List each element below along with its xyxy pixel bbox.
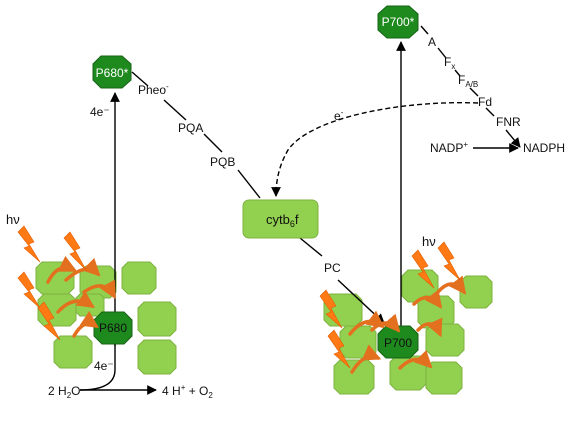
products-label: 4 H+ + O2 xyxy=(162,383,213,400)
energy-transfer-arrow xyxy=(370,313,401,333)
nadp-plus-label-base: NADP xyxy=(430,141,463,155)
line-pqa-to-pqb xyxy=(203,133,223,153)
hv-left-label: hν xyxy=(6,212,20,227)
pheo-label-base: Pheo xyxy=(138,83,166,97)
fx-label: Fx xyxy=(444,55,455,71)
psii-light-bolts xyxy=(17,225,87,341)
products-label-mid: + O xyxy=(185,384,208,398)
e-minus-label-sup: - xyxy=(341,108,344,117)
a-label: A xyxy=(428,35,436,49)
energy-transfer-arrow xyxy=(56,290,95,314)
four-e-upper-label: 4e⁻ xyxy=(90,105,110,119)
line-pqb-to-cytb6f xyxy=(237,169,261,199)
products-label-sub: 2 xyxy=(208,391,213,400)
fab-label: FA/B xyxy=(458,73,478,89)
p680-label: P680 xyxy=(99,321,127,335)
lightning-bolt-icon xyxy=(327,329,351,369)
fx-label-sub: x xyxy=(451,62,455,71)
lightning-bolt-icon xyxy=(17,225,41,263)
fd-label: Fd xyxy=(478,95,492,109)
lightning-bolt-icon xyxy=(37,301,61,341)
line-fab-to-fd xyxy=(469,87,479,97)
antenna-pigment xyxy=(53,335,93,369)
water-label-post: O xyxy=(71,384,80,398)
pheo-label: Pheo- xyxy=(138,82,169,97)
fx-label-base: F xyxy=(444,55,451,69)
energy-transfer-arrow xyxy=(64,257,101,282)
lightning-bolt-icon xyxy=(411,249,435,289)
antenna-pigment xyxy=(137,301,177,337)
p680-star-node: P680* xyxy=(92,55,132,89)
line-fx-to-fab xyxy=(454,69,461,77)
p680-node: P680 xyxy=(93,311,133,345)
p700-node: P700 xyxy=(377,325,419,359)
antenna-pigment xyxy=(137,339,177,375)
four-e-lower-label: 4e⁻ xyxy=(94,359,114,373)
cytb6f-node: cytb6f xyxy=(242,199,319,239)
p700-star-node: P700* xyxy=(377,5,419,39)
line-a-to-fx xyxy=(437,47,447,59)
line-p700star-to-a xyxy=(420,25,429,35)
pqa-label: PQA xyxy=(178,121,203,135)
fnr-label: FNR xyxy=(496,115,521,129)
pheo-label-sup: - xyxy=(166,82,169,91)
line-p680star-to-pheo xyxy=(131,71,149,87)
pqb-label: PQB xyxy=(210,155,235,169)
energy-transfer-arrow xyxy=(82,279,116,300)
lightning-bolt-icon xyxy=(319,289,343,329)
lightning-bolt-icon xyxy=(17,271,41,309)
pc-label: PC xyxy=(324,261,341,275)
line-cytb6f-to-pc xyxy=(299,237,323,257)
energy-transfer-arrow xyxy=(398,349,433,370)
cytb6f-shape xyxy=(242,199,319,239)
nadp-plus-label: NADP+ xyxy=(430,140,468,155)
p700-star-label: P700* xyxy=(382,15,415,29)
lightning-bolt-icon xyxy=(437,241,461,281)
psi-light-bolts xyxy=(319,241,461,369)
psi-energy-transfer xyxy=(348,275,467,374)
antenna-pigment xyxy=(121,261,157,295)
cytb6f-label-base: cytb xyxy=(266,212,290,227)
p680-star-shape xyxy=(92,55,132,89)
nadp-plus-label-sup: + xyxy=(463,140,468,149)
lightning-bolt-icon xyxy=(63,231,87,271)
water-label-sub: 2 xyxy=(67,391,72,400)
antenna-pigment xyxy=(425,323,465,357)
p700-star-shape xyxy=(377,5,419,39)
water-label: 2 H2O xyxy=(48,384,80,400)
antenna-pigment xyxy=(333,359,375,395)
e-minus-label-base: e xyxy=(334,109,341,123)
cytb6f-label-sub: 6 xyxy=(290,219,295,229)
p700-shape xyxy=(377,325,419,359)
water-label-pre: 2 H xyxy=(48,384,67,398)
antenna-pigment xyxy=(425,361,463,395)
products-label-sup: + xyxy=(181,383,186,392)
p700-label: P700 xyxy=(384,336,412,350)
arrow-fnr-to-nadph xyxy=(505,129,521,148)
diagram-labels: 4e⁻ 4e⁻ Pheo- PQA PQB PC A Fx FA/B Fd FN… xyxy=(6,35,565,400)
arrow-cyclic-electron-flow xyxy=(271,101,479,197)
energy-transfer-arrow xyxy=(350,344,382,374)
line-pheo-to-pqa xyxy=(163,99,187,121)
energy-transfer-arrow xyxy=(412,289,443,309)
e-minus-label: e- xyxy=(334,108,344,123)
energy-transfer-arrow xyxy=(72,310,99,338)
hv-right-label: hν xyxy=(422,234,436,249)
energy-transfer-arrow xyxy=(416,317,443,338)
cytb6f-label: cytb6f xyxy=(266,212,299,229)
fab-label-sub: A/B xyxy=(465,80,478,89)
nadph-label: NADPH xyxy=(523,141,565,155)
p680-star-label: P680* xyxy=(96,66,129,80)
fab-label-base: F xyxy=(458,73,465,87)
psii-energy-transfer xyxy=(46,255,116,338)
products-label-pre: 4 H xyxy=(162,384,181,398)
cytb6f-label-tail: f xyxy=(295,212,299,227)
energy-transfer-arrow xyxy=(46,255,78,284)
line-fd-to-fnr xyxy=(485,107,495,117)
